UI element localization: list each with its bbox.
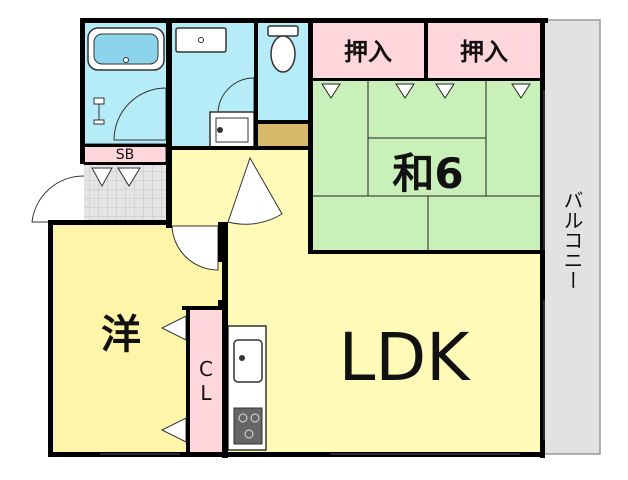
washitsu-label: 和6 xyxy=(392,149,463,198)
closet-c-label: C xyxy=(199,357,213,381)
toilet-bowl-icon xyxy=(270,35,296,73)
stove-icon xyxy=(233,407,263,445)
burner-right-icon xyxy=(250,413,260,423)
tatami-lines xyxy=(312,80,544,252)
burner-bottom-icon xyxy=(244,429,254,439)
oshiire-left-area xyxy=(312,22,424,80)
oshiire-right-label: 押入 xyxy=(460,38,508,66)
yoshitsu-door-arc xyxy=(171,225,219,271)
walls xyxy=(48,18,548,458)
yoshitsu-label: 洋 xyxy=(101,312,141,358)
shoe-box-label: SB xyxy=(116,147,135,163)
oshiire-left-label: 押入 xyxy=(344,38,392,66)
bathtub-inner-icon xyxy=(93,33,159,65)
closet-l-label: L xyxy=(200,381,212,405)
entrance-door-arcs xyxy=(31,167,141,223)
oshiire-right-area xyxy=(428,22,540,80)
ldk-upper-area xyxy=(228,220,308,260)
oshiire-triangles xyxy=(321,83,531,99)
washing-machine-drain-icon xyxy=(217,127,223,133)
closet-area xyxy=(190,308,222,454)
faucet-icon xyxy=(239,355,245,361)
bath-door-arc xyxy=(113,87,167,141)
shower-icon xyxy=(93,97,105,125)
ldk-label: LDK xyxy=(339,319,472,396)
balcony-label: バルコニー xyxy=(560,190,584,290)
ldk-door-arc xyxy=(227,156,283,225)
sink-icon xyxy=(233,339,263,383)
toilet-tank-icon xyxy=(267,25,299,37)
basin-drain-icon xyxy=(198,37,204,43)
window-marks xyxy=(100,90,545,455)
washing-machine-icon xyxy=(209,111,255,149)
burner-left-icon xyxy=(238,413,248,423)
balcony-area xyxy=(543,19,601,455)
drain-icon xyxy=(123,57,129,63)
ldk-area xyxy=(226,250,544,454)
storage-area xyxy=(258,124,308,150)
washing-machine-pan-icon xyxy=(215,117,249,143)
